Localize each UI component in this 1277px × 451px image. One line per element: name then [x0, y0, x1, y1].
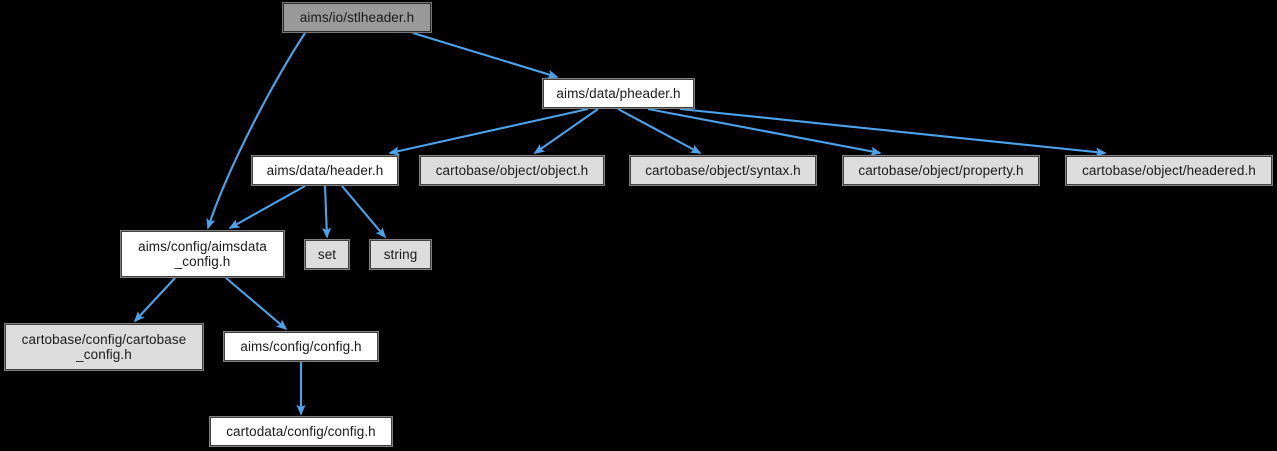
edge-pheader-to-headered	[679, 107, 1107, 157]
node-pheader[interactable]: aims/data/pheader.h	[542, 78, 695, 109]
edge-header-to-set	[322, 185, 332, 239]
node-header[interactable]: aims/data/header.h	[251, 155, 399, 186]
node-set[interactable]: set	[304, 239, 350, 270]
edge-pheader-to-property	[647, 107, 882, 156]
node-string[interactable]: string	[369, 239, 432, 270]
node-property[interactable]: cartobase/object/property.h	[842, 155, 1040, 186]
edge-stlheader-to-pheader	[412, 31, 559, 79]
node-label-aims_config: aims/config/config.h	[240, 339, 362, 354]
node-aimsdata_config[interactable]: aims/config/aimsdata _config.h	[120, 230, 285, 278]
node-label-object: cartobase/object/object.h	[435, 163, 589, 178]
node-label-stlheader: aims/io/stlheader.h	[299, 10, 415, 25]
edge-pheader-to-header	[388, 107, 589, 156]
node-label-string: string	[383, 247, 418, 262]
node-label-property: cartobase/object/property.h	[858, 163, 1024, 178]
node-aims_config[interactable]: aims/config/config.h	[223, 331, 379, 362]
node-label-aimsdata_config: aims/config/aimsdata _config.h	[138, 239, 267, 269]
node-label-cartodata_config: cartodata/config/config.h	[226, 424, 376, 439]
edge-header-to-aimsdata_config	[228, 185, 306, 229]
edge-aimsdata_config-to-cartobase_config	[133, 277, 176, 323]
edge-pheader-to-object	[533, 108, 599, 154]
node-label-header: aims/data/header.h	[266, 163, 384, 178]
edge-pheader-to-syntax	[617, 108, 702, 154]
node-cartodata_config[interactable]: cartodata/config/config.h	[209, 416, 393, 447]
edge-stlheader-to-aimsdata_config	[206, 32, 306, 230]
node-label-pheader: aims/data/pheader.h	[556, 86, 681, 101]
node-stlheader[interactable]: aims/io/stlheader.h	[282, 2, 432, 33]
edge-header-to-string	[341, 185, 387, 239]
node-label-set: set	[317, 247, 337, 262]
edge-aimsdata_config-to-aims_config	[225, 277, 288, 331]
node-syntax[interactable]: cartobase/object/syntax.h	[629, 155, 817, 186]
node-label-syntax: cartobase/object/syntax.h	[645, 163, 801, 178]
node-cartobase_config[interactable]: cartobase/config/cartobase _config.h	[4, 323, 204, 371]
node-object[interactable]: cartobase/object/object.h	[419, 155, 605, 186]
node-label-headered: cartobase/object/headered.h	[1082, 163, 1256, 178]
node-label-cartobase_config: cartobase/config/cartobase _config.h	[21, 332, 187, 362]
node-headered[interactable]: cartobase/object/headered.h	[1065, 155, 1273, 186]
